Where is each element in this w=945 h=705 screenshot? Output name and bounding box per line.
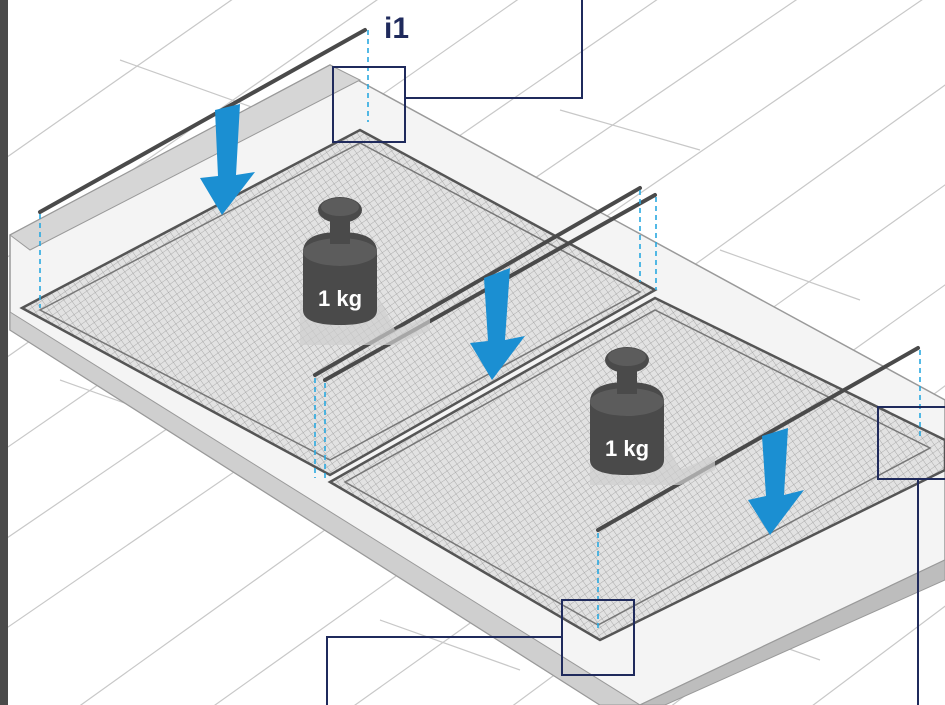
left-frame-bar bbox=[0, 0, 8, 705]
weight-label: 1 kg bbox=[318, 286, 362, 311]
weight-label: 1 kg bbox=[605, 436, 649, 461]
callout-label: i1 bbox=[384, 12, 409, 45]
